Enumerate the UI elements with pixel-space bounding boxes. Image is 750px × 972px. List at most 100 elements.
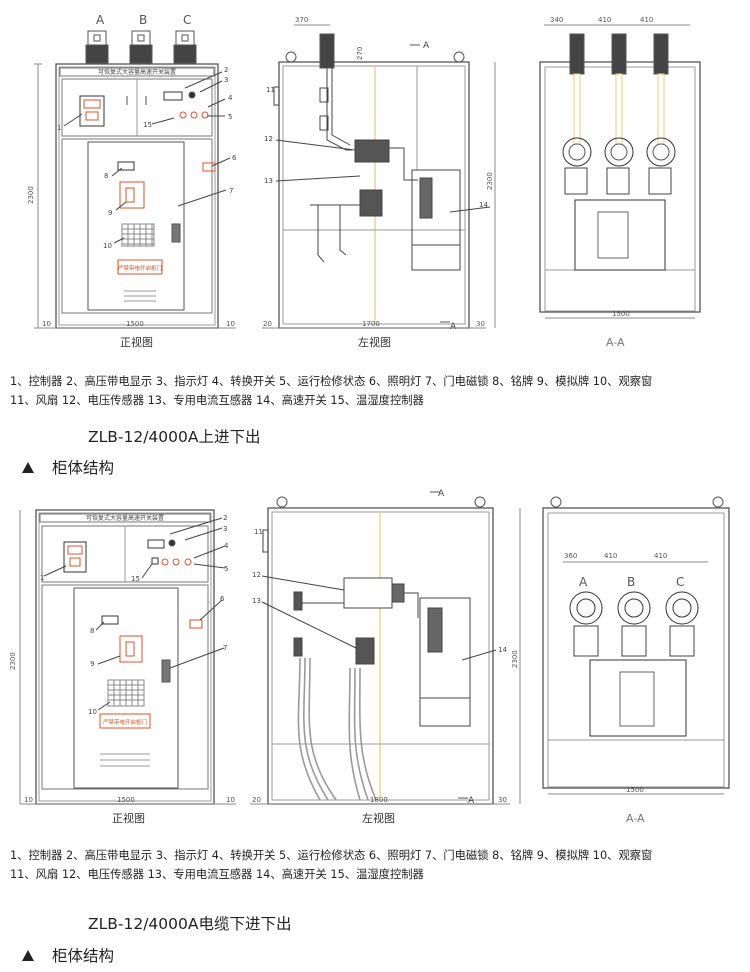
svg-text:410: 410 (640, 16, 653, 24)
svg-text:严禁带电开启柜门: 严禁带电开启柜门 (103, 718, 147, 726)
svg-text:C: C (183, 13, 191, 27)
diagram-cable-entry: 可恢复式大容量高速开关装置 严禁带电开启柜门 2 3 (9, 489, 730, 825)
svg-text:C: C (676, 575, 684, 589)
svg-text:12: 12 (252, 571, 261, 579)
breaker-front (589, 659, 687, 737)
svg-text:A: A (468, 796, 475, 806)
svg-text:5: 5 (224, 565, 228, 573)
svg-text:20: 20 (263, 320, 272, 328)
svg-text:2300: 2300 (9, 652, 17, 670)
svg-text:1700: 1700 (362, 320, 380, 328)
side-callouts: 11 12 13 14 (264, 86, 491, 213)
busbars (562, 33, 676, 195)
svg-text:2300: 2300 (511, 650, 519, 668)
svg-text:正视图: 正视图 (112, 811, 145, 825)
model-title-2: ZLB-12/4000A电缆下进下出 (88, 915, 292, 933)
svg-text:B: B (139, 13, 147, 27)
legend-line-2: 11、风扇 12、电压传感器 13、专用电流互感器 14、高速开关 15、温湿度… (10, 868, 424, 881)
svg-text:30: 30 (476, 320, 485, 328)
svg-text:左视图: 左视图 (362, 811, 395, 825)
side-callouts: 11 12 13 14 (252, 528, 507, 661)
svg-text:左视图: 左视图 (358, 335, 391, 349)
svg-text:2: 2 (223, 514, 227, 522)
svg-text:1500: 1500 (626, 786, 644, 794)
svg-text:360: 360 (564, 552, 577, 560)
nameplate (101, 615, 119, 625)
warning-sign (117, 259, 163, 275)
voltage-sensor (354, 139, 390, 163)
legend-line-1: 1、控制器 2、高压带电显示 3、指示灯 4、转换开关 5、运行检修状态 6、照… (10, 375, 653, 388)
svg-text:正视图: 正视图 (120, 335, 153, 349)
fan (262, 529, 269, 553)
svg-text:13: 13 (264, 177, 273, 185)
svg-text:4: 4 (228, 94, 233, 102)
svg-text:A: A (423, 41, 430, 51)
svg-text:6: 6 (232, 154, 237, 162)
breaker-front (574, 199, 666, 271)
section-view: 340 410 410 1500 A-A (539, 16, 701, 349)
triangle-icon (22, 462, 34, 473)
svg-text:4: 4 (224, 542, 229, 550)
section-cabinet (542, 507, 730, 789)
svg-text:7: 7 (229, 187, 233, 195)
svg-text:1: 1 (57, 124, 61, 132)
svg-text:370: 370 (295, 16, 308, 24)
svg-text:410: 410 (604, 552, 617, 560)
front-callouts: 2 3 4 5 1 15 6 7 8 9 10 (40, 514, 229, 716)
current-transformer (359, 189, 383, 217)
model-title-1: ZLB-12/4000A上进下出 (88, 428, 261, 446)
svg-text:1500: 1500 (117, 796, 135, 804)
voltage-sensor (343, 577, 393, 609)
svg-text:10: 10 (24, 796, 33, 804)
diagram-top-entry: A B C 可恢复式大容量高速开关装置 (27, 13, 701, 349)
svg-text:340: 340 (550, 16, 563, 24)
svg-text:可恢复式大容量高速开关装置: 可恢复式大容量高速开关装置 (98, 68, 176, 76)
legend-line-1: 1、控制器 2、高压带电显示 3、指示灯 4、转换开关 5、运行检修状态 6、照… (10, 849, 653, 862)
svg-text:15: 15 (131, 575, 140, 583)
lighting-lamp (189, 619, 203, 629)
svg-text:A-A: A-A (626, 812, 645, 825)
legend-bottom: 1、控制器 2、高压带电显示 3、指示灯 4、转换开关 5、运行检修状态 6、照… (10, 846, 745, 884)
svg-text:11: 11 (266, 86, 275, 94)
svg-text:11: 11 (254, 528, 263, 536)
svg-text:A: A (438, 489, 445, 499)
front-view: A B C 可恢复式大容量高速开关装置 (27, 13, 237, 349)
controller (79, 95, 105, 127)
svg-text:A: A (450, 322, 457, 332)
section-heading-1: 柜体结构 (22, 456, 114, 478)
section-view: A B C 360 410 410 1500 A-A (542, 496, 730, 825)
svg-text:14: 14 (479, 201, 488, 209)
svg-text:2300: 2300 (486, 172, 494, 190)
svg-text:270: 270 (356, 47, 364, 60)
nameplate (117, 161, 135, 171)
side-view: 11 12 13 14 A A 2300 20 1800 30 左视图 (250, 489, 521, 825)
bushings (569, 591, 699, 657)
svg-text:2300: 2300 (27, 186, 35, 204)
triangle-icon (22, 950, 34, 961)
front-door (87, 141, 185, 311)
fan (273, 86, 280, 106)
svg-text:A-A: A-A (606, 336, 625, 349)
phase-terminals: A B C (85, 13, 197, 64)
side-view: 11 12 13 14 370 270 A A 2300 20 1700 30 … (262, 16, 496, 349)
svg-text:3: 3 (224, 76, 228, 84)
svg-text:7: 7 (223, 644, 227, 652)
viewing-window (121, 223, 155, 247)
svg-text:9: 9 (90, 660, 94, 668)
svg-text:严禁带电开启柜门: 严禁带电开启柜门 (118, 264, 162, 272)
front-door (73, 587, 179, 789)
front-view: 可恢复式大容量高速开关装置 严禁带电开启柜门 2 3 (9, 509, 236, 825)
svg-text:10: 10 (103, 242, 112, 250)
svg-text:410: 410 (654, 552, 667, 560)
door-lock (161, 659, 171, 683)
cables (297, 657, 377, 801)
svg-text:12: 12 (264, 135, 273, 143)
section-heading-2: 柜体结构 (22, 944, 114, 966)
legend-line-2: 11、风扇 12、电压传感器 13、专用电流互感器 14、高速开关 15、温湿度… (10, 394, 424, 407)
svg-text:1500: 1500 (126, 320, 144, 328)
high-speed-switch (411, 169, 461, 271)
door-lock (171, 223, 181, 243)
current-transformer (355, 637, 375, 665)
svg-text:1500: 1500 (612, 310, 630, 318)
front-callouts: 2 3 4 5 1 15 6 7 8 9 10 (57, 66, 237, 250)
